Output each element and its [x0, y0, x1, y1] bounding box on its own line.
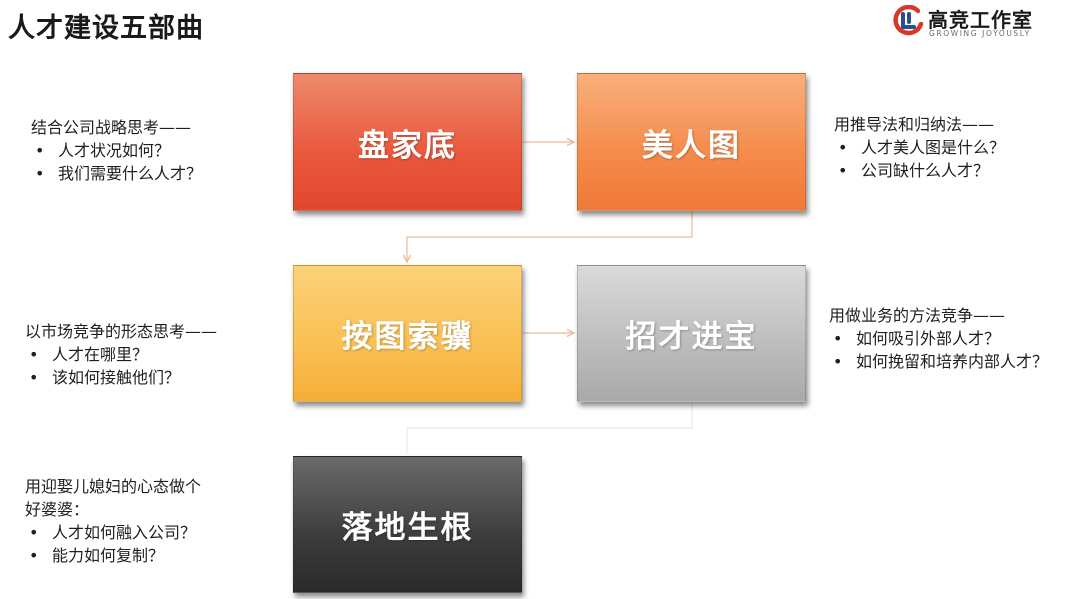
note-bullet: 公司缺什么人才？	[834, 159, 1005, 182]
note-bullet-list: 人才在哪里？ 该如何接触他们？	[25, 343, 217, 389]
logo-name: 高竞工作室	[928, 8, 1033, 32]
step-label-4: 招才进宝	[625, 319, 758, 355]
note-bullet: 人才在哪里？	[25, 343, 217, 366]
note-heading: 用推导法和归纳法——	[834, 115, 995, 134]
note-bullet: 人才如何融入公司？	[25, 521, 201, 544]
step-box-3: 按图索骥	[293, 265, 522, 402]
note-bullet-list: 人才状况如何？ 我们需要什么人才？	[31, 139, 202, 185]
note-bullet: 该如何接触他们？	[25, 366, 217, 389]
note-step-2: 用推导法和归纳法—— 人才美人图是什么？ 公司缺什么人才？	[834, 113, 1005, 182]
logo: 高竞工作室 GROWING JOYOUSLY	[892, 4, 1042, 40]
note-step-5: 用迎娶儿媳妇的心态做个 好婆婆： 人才如何融入公司？ 能力如何复制？	[25, 475, 201, 567]
step-label-3: 按图索骥	[341, 319, 474, 355]
note-bullet: 我们需要什么人才？	[31, 162, 202, 185]
logo-mark-icon	[893, 5, 924, 36]
note-heading: 结合公司战略思考——	[31, 118, 192, 137]
connector-2-3	[407, 212, 693, 262]
note-step-1: 结合公司战略思考—— 人才状况如何？ 我们需要什么人才？	[31, 116, 202, 185]
note-bullet-list: 人才如何融入公司？ 能力如何复制？	[25, 521, 201, 567]
note-bullet-list: 人才美人图是什么？ 公司缺什么人才？	[834, 136, 1005, 182]
note-heading-line-2: 好婆婆：	[25, 500, 90, 519]
note-bullet: 如何吸引外部人才？	[829, 327, 1048, 350]
step-box-2: 美人图	[577, 73, 806, 211]
note-step-4: 用做业务的方法竞争—— 如何吸引外部人才？ 如何挽留和培养内部人才？	[829, 304, 1048, 373]
step-box-4: 招才进宝	[577, 265, 806, 402]
note-bullet: 人才状况如何？	[31, 139, 202, 162]
step-box-1: 盘家底	[293, 73, 522, 211]
logo-tagline: GROWING JOYOUSLY	[929, 29, 1031, 38]
note-bullet: 人才美人图是什么？	[834, 136, 1005, 159]
note-heading-line-1: 用迎娶儿媳妇的心态做个	[25, 477, 202, 496]
note-bullet: 如何挽留和培养内部人才？	[829, 350, 1048, 373]
connector-4-5	[406, 403, 693, 453]
step-label-2: 美人图	[642, 127, 741, 164]
note-heading: 用做业务的方法竞争——	[829, 306, 1006, 325]
page-title: 人才建设五部曲	[8, 13, 204, 44]
note-bullet-list: 如何吸引外部人才？ 如何挽留和培养内部人才？	[829, 327, 1048, 373]
note-heading: 以市场竞争的形态思考——	[25, 322, 218, 341]
step-box-5: 落地生根	[293, 456, 522, 593]
note-step-3: 以市场竞争的形态思考—— 人才在哪里？ 该如何接触他们？	[25, 320, 217, 389]
step-label-5: 落地生根	[341, 510, 474, 546]
step-label-1: 盘家底	[358, 127, 457, 164]
note-bullet: 能力如何复制？	[25, 544, 201, 567]
